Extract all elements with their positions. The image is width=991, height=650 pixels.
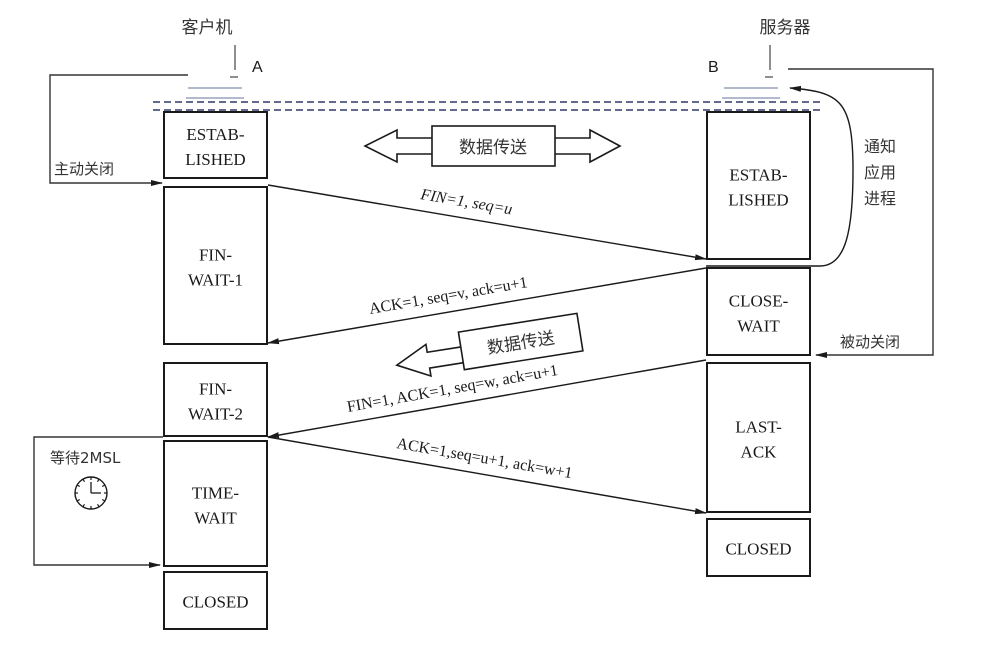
server-id-label: B xyxy=(708,59,719,76)
passive-close-label: 被动关闭 xyxy=(840,333,900,351)
wait-2msl-connector xyxy=(33,436,163,568)
server-state-label: CLOSED xyxy=(725,540,791,559)
active-close-label: 主动关闭 xyxy=(54,160,114,178)
client-state-label: FIN- xyxy=(199,246,232,265)
server-state-label: LAST- xyxy=(735,418,782,437)
client-state-label: LISHED xyxy=(185,150,245,169)
client-state-label: CLOSED xyxy=(182,593,248,612)
message-label-ack: ACK=1, seq=v, ack=u+1 xyxy=(368,274,529,318)
data-transfer-bidirectional-label: 数据传送 xyxy=(459,138,527,158)
server-host-label: 服务器 xyxy=(760,18,811,38)
client-state-box xyxy=(163,186,268,345)
passive-close-connector xyxy=(788,68,934,358)
server-state-label: WAIT xyxy=(737,317,780,336)
client-state-label: FIN- xyxy=(199,380,232,399)
message-label-fin-ack: FIN=1, ACK=1, seq=w, ack=u+1 xyxy=(346,362,560,416)
active-close-connector xyxy=(49,74,188,186)
notify-app-connector xyxy=(706,85,854,267)
client-state-box xyxy=(163,362,268,437)
message-arrow-fin xyxy=(267,184,707,261)
client-state-label: WAIT-1 xyxy=(188,271,243,290)
server-connector-icon xyxy=(722,45,780,99)
server-state-box xyxy=(706,362,811,513)
message-arrow-final-ack xyxy=(267,436,707,515)
data-transfer-one-way-icon: 数据传送 xyxy=(395,312,584,378)
client-host-label: 客户机 xyxy=(182,18,233,38)
server-state-label: ACK xyxy=(741,443,778,462)
message-arrow-ack xyxy=(267,267,707,345)
client-state-label: WAIT-2 xyxy=(188,405,243,424)
server-state-label: ESTAB- xyxy=(729,166,787,185)
server-state-box xyxy=(706,111,811,260)
client-connector-icon xyxy=(186,45,244,99)
server-state-box xyxy=(706,518,811,577)
notify-app-label-3: 进程 xyxy=(864,189,896,208)
client-state-box xyxy=(163,111,268,179)
notify-app-label-2: 应用 xyxy=(864,163,896,182)
client-state-box xyxy=(163,440,268,567)
server-state-label: LISHED xyxy=(728,191,788,210)
data-transfer-bidirectional-icon xyxy=(363,125,622,167)
wait-2msl-label: 等待2MSL xyxy=(50,449,121,467)
client-state-box xyxy=(163,571,268,630)
notify-app-label-1: 通知 xyxy=(864,137,896,156)
client-id-label: A xyxy=(252,59,263,76)
server-state-label: CLOSE- xyxy=(729,292,789,311)
client-state-label: ESTAB- xyxy=(186,125,244,144)
message-label-fin: FIN=1, seq=u xyxy=(418,186,513,218)
server-state-box xyxy=(706,267,811,356)
client-state-label: TIME- xyxy=(192,484,240,503)
client-state-label: WAIT xyxy=(194,509,237,528)
clock-icon xyxy=(74,476,108,510)
message-arrow-fin-ack xyxy=(267,359,707,439)
